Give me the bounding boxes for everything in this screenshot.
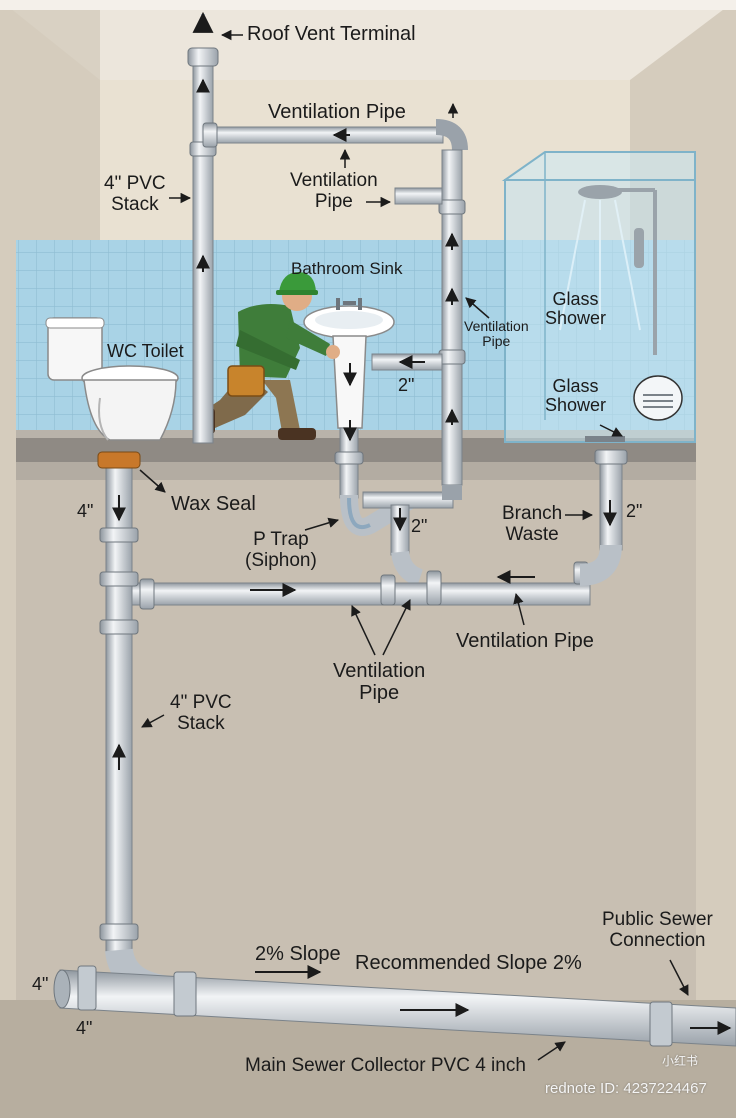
label-slope-2: 2% Slope [255, 943, 341, 965]
label-ventilation-pipe-top: Ventilation Pipe [268, 101, 406, 123]
label-size-2-trap: 2" [411, 516, 428, 536]
leader-lines [139, 29, 689, 1061]
flow-arrows [112, 78, 732, 1035]
branch-waste-pipe [129, 582, 591, 606]
piping-network [53, 47, 736, 1047]
label-p-trap: P Trap (Siphon) [245, 529, 317, 571]
underfloor-section [16, 480, 696, 1000]
label-pvc-stack-upper: 4" PVC Stack [104, 173, 166, 215]
label-size-4-left: 4" [77, 501, 94, 521]
label-wc-toilet: WC Toilet [107, 341, 184, 361]
label-roof-vent-terminal: Roof Vent Terminal [247, 23, 416, 45]
vent-pipe-top [212, 126, 444, 144]
sink [303, 298, 395, 429]
label-branch-waste: Branch Waste [502, 503, 563, 545]
label-ventilation-pipe-small: Ventilation Pipe [464, 318, 529, 350]
watermark-id: rednote ID: 4237224467 [545, 1080, 707, 1097]
wax-seal [97, 451, 141, 469]
label-public-sewer-connection: Public Sewer Connection [602, 909, 713, 951]
label-pvc-stack-lower: 4" PVC Stack [170, 692, 232, 734]
label-main-sewer-collector: Main Sewer Collector PVC 4 inch [245, 1055, 526, 1076]
label-ventilation-pipe-center: Ventilation Pipe [333, 660, 426, 704]
watermark-logo: 小红书 [662, 1054, 699, 1068]
stack-pipe-upper [192, 57, 214, 444]
label-size-4-bottom-a: 4" [32, 974, 49, 994]
shower-enclosure [501, 151, 696, 443]
label-bathroom-sink: Bathroom Sink [291, 259, 403, 278]
label-recommended-slope: Recommended Slope 2% [355, 952, 582, 974]
label-size-2-shower: 2" [626, 501, 643, 521]
label-wax-seal: Wax Seal [171, 493, 256, 515]
label-ventilation-pipe-right: Ventilation Pipe [456, 630, 594, 652]
toilet [45, 317, 179, 441]
label-size-2-sink: 2" [398, 375, 415, 395]
label-glass-shower-2: Glass Shower [545, 376, 607, 416]
label-size-4-bottom-b: 4" [76, 1018, 93, 1038]
label-ventilation-pipe-mid: Ventilation Pipe [290, 170, 378, 212]
label-glass-shower-1: Glass Shower [545, 289, 607, 329]
